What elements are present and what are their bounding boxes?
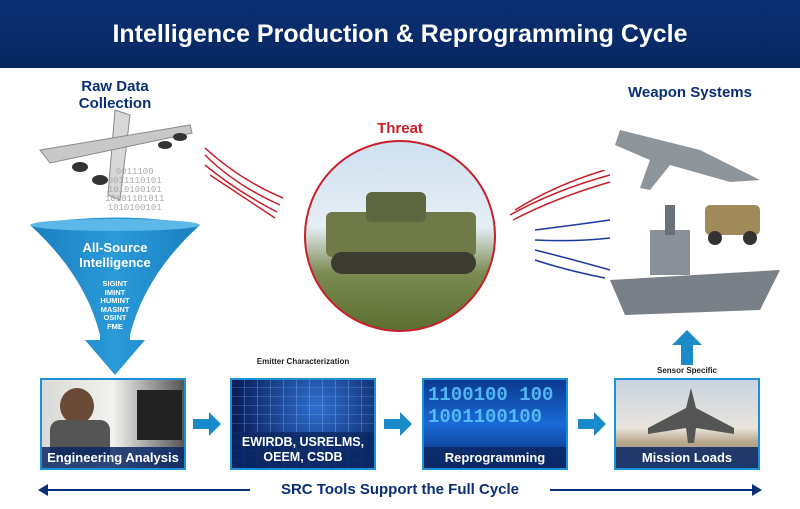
threat-image bbox=[304, 140, 496, 332]
binary-line: 10101101011 bbox=[105, 194, 165, 204]
binary-line: 1010100101 bbox=[107, 185, 162, 195]
up-arrow-icon bbox=[672, 330, 702, 365]
right-arrow-icon bbox=[193, 412, 221, 436]
raw-data-label: Raw Data Collection bbox=[78, 78, 152, 112]
engineering-analysis-caption: Engineering Analysis bbox=[42, 447, 184, 468]
funnel-item: IMINT bbox=[104, 287, 126, 297]
page-title: Intelligence Production & Reprogramming … bbox=[0, 0, 800, 68]
funnel-item: HUMINT bbox=[100, 296, 130, 305]
threat-label: Threat bbox=[377, 120, 423, 137]
mission-loads-caption: Mission Loads bbox=[616, 447, 758, 468]
funnel-item: FME bbox=[107, 321, 123, 331]
fighter-jet-icon bbox=[648, 388, 734, 443]
funnel-item: MASINT bbox=[100, 304, 130, 314]
emitter-characterization-box: EWIRDB, USRELMS, OEEM, CSDB bbox=[230, 378, 376, 470]
funnel-title: All-Source Intelligence bbox=[79, 240, 151, 270]
reprogramming-box: 1100100 100 1001100100 Reprogramming bbox=[422, 378, 568, 470]
database-caption: EWIRDB, USRELMS, OEEM, CSDB bbox=[232, 432, 374, 468]
funnel-items: SIGINT IMINT HUMINT MASINT OSINT FME bbox=[85, 279, 145, 331]
right-arrow-icon bbox=[578, 412, 606, 436]
binary-line: 0011100 bbox=[115, 167, 154, 177]
footer-label: SRC Tools Support the Full Cycle bbox=[280, 481, 520, 498]
binary-stream: 0011100 0011110101 1010100101 1010110101… bbox=[105, 168, 164, 213]
reconnaissance-aircraft-image bbox=[39, 109, 193, 201]
sensor-specific-label: Sensor Specific bbox=[656, 366, 718, 375]
funnel-item: SIGINT bbox=[102, 279, 128, 288]
funnel-shape bbox=[30, 217, 200, 375]
signal-waves-right bbox=[509, 170, 611, 279]
emitter-characterization-label: Emitter Characterization bbox=[256, 357, 350, 366]
engineering-analysis-box: Engineering Analysis bbox=[40, 378, 186, 470]
double-arrow-line bbox=[38, 484, 762, 496]
binary-digits: 1100100 100 1001100100 bbox=[428, 384, 554, 428]
binary-line: 0011110101 bbox=[107, 176, 162, 186]
mission-loads-box: Mission Loads bbox=[614, 378, 760, 470]
threat-signal-waves-left bbox=[204, 147, 284, 219]
weapon-systems-image bbox=[610, 130, 780, 315]
funnel-item: OSINT bbox=[103, 313, 127, 322]
binary-line: 1010100101 bbox=[107, 203, 162, 213]
reprogramming-caption: Reprogramming bbox=[424, 447, 566, 468]
right-arrow-icon bbox=[384, 412, 412, 436]
weapon-systems-label: Weapon Systems bbox=[628, 84, 752, 101]
